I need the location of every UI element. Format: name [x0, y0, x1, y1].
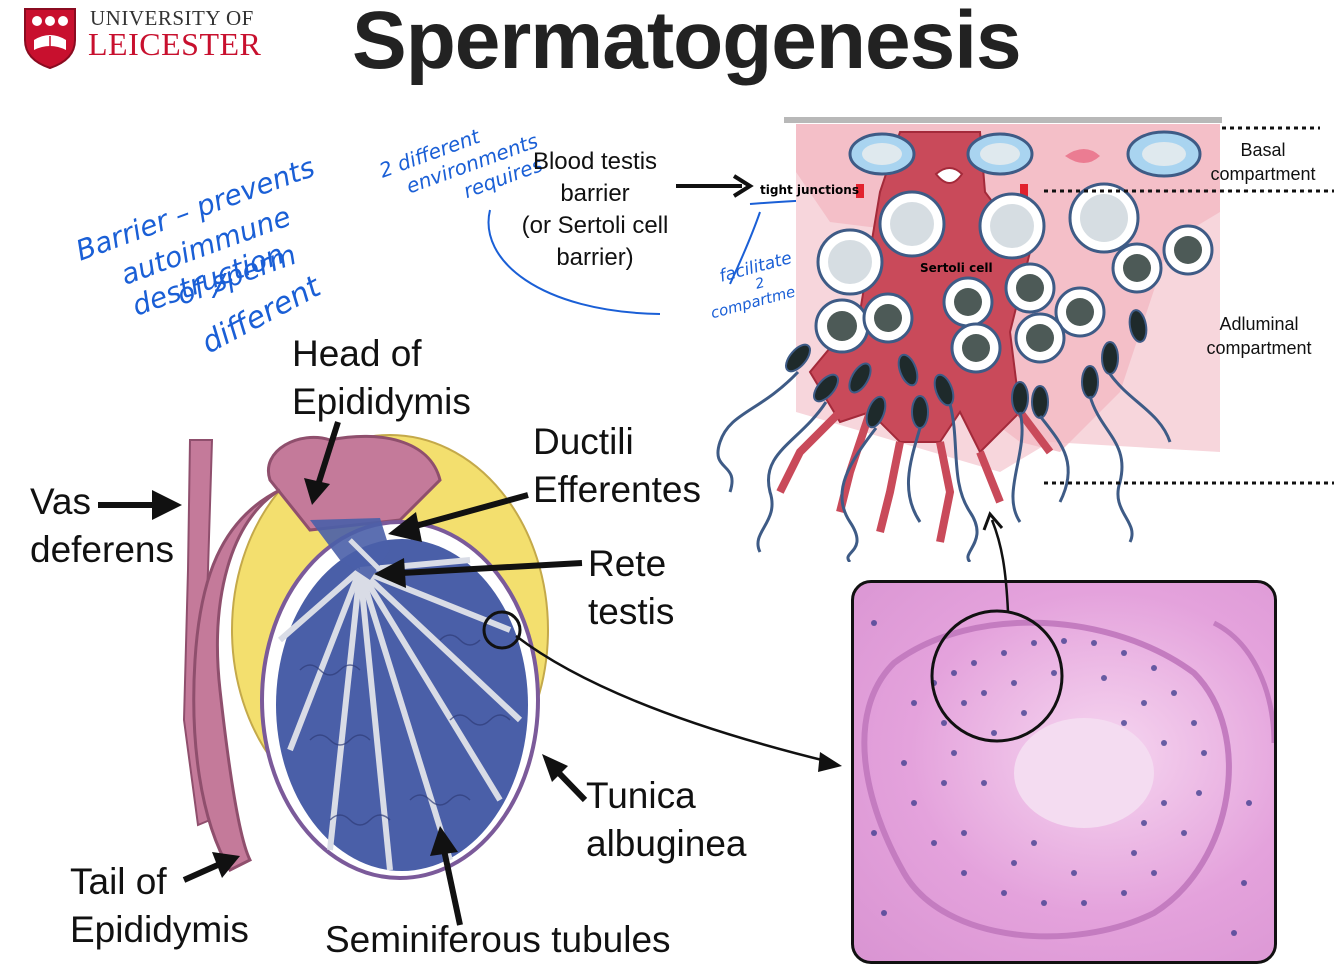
basal-line1: Basal — [1240, 140, 1286, 160]
adluminal-compartment-label: Adluminal compartment — [1196, 312, 1322, 360]
vas-deferens-label: Vas deferens — [30, 478, 174, 574]
seminiferous-tubules-label: Seminiferous tubules — [325, 919, 671, 960]
testis-diagram — [182, 434, 549, 880]
vas-line1: Vas — [30, 481, 92, 522]
btb-line1: Blood testis — [532, 148, 658, 175]
tail-line2: Epididymis — [70, 909, 249, 950]
logo-university-of: UNIVERSITY OF — [90, 6, 254, 30]
ductili-efferentes-label: Ductili Efferentes — [533, 418, 701, 514]
tight-junctions-label: tight junctions — [760, 183, 859, 197]
basal-line2: compartment — [1210, 164, 1316, 184]
seminiferous-epithelium-diagram: tight junctions Sertoli cell — [716, 117, 1222, 562]
tail-line1: Tail of — [70, 861, 167, 902]
btb-line4: barrier) — [556, 244, 634, 271]
adluminal-line2: compartment — [1206, 338, 1312, 358]
rete-line2: testis — [588, 591, 675, 632]
histology-micrograph — [851, 580, 1277, 964]
vas-line2: deferens — [30, 529, 174, 570]
btb-line3: (or Sertoli cell — [521, 212, 669, 239]
ductili-line2: Efferentes — [533, 469, 701, 510]
btb-label: Blood testis barrier (or Sertoli cell ba… — [505, 146, 685, 274]
logo-leicester: LEICESTER — [88, 26, 262, 62]
shield-icon — [24, 8, 76, 70]
university-logo: UNIVERSITY OF LEICESTER — [22, 6, 282, 70]
handwritten-slash: / — [214, 268, 225, 303]
head-line1: Head of — [292, 333, 422, 374]
ductili-line1: Ductili — [533, 421, 634, 462]
adluminal-line1: Adluminal — [1219, 314, 1299, 334]
btb-arrow-icon — [676, 174, 754, 198]
tunica-albuginea-label: Tunica albuginea — [586, 772, 746, 868]
basal-compartment-label: Basal compartment — [1200, 138, 1326, 186]
sertoli-cell-label: Sertoli cell — [920, 261, 993, 275]
page-title: Spermatogenesis — [352, 0, 1022, 86]
head-line2: Epididymis — [292, 381, 471, 422]
btb-line2: barrier — [560, 180, 630, 207]
head-of-epididymis-label: Head of Epididymis — [292, 330, 471, 426]
tunica-line2: albuginea — [586, 823, 747, 864]
rete-line1: Rete — [588, 543, 667, 584]
tunica-line1: Tunica — [586, 775, 696, 816]
rete-testis-label: Rete testis — [588, 540, 674, 636]
histology-texture — [861, 619, 1274, 940]
tail-of-epididymis-label: Tail of Epididymis — [70, 858, 249, 954]
